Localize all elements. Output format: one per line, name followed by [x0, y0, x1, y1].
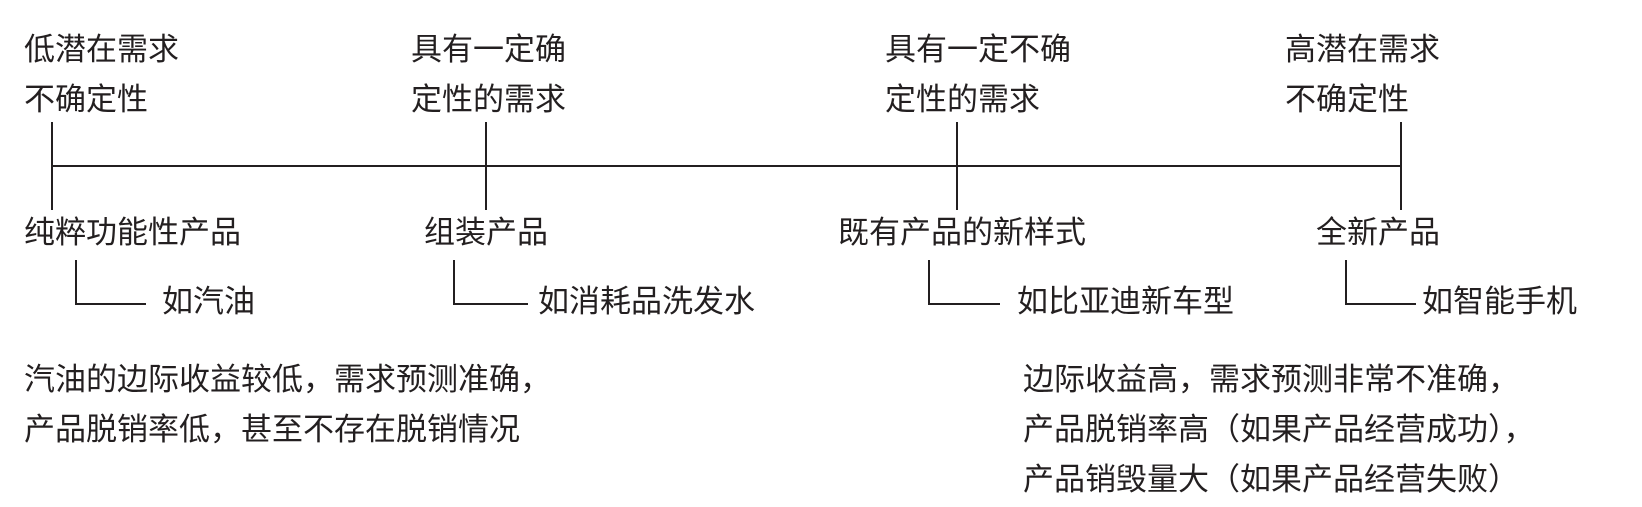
top-label-line2: 不确定性 — [24, 82, 148, 118]
category-label-functional: 纯粹功能性产品 — [24, 215, 241, 251]
note-right-line3: 产品销毁量大（如果产品经营失败） — [1023, 462, 1519, 498]
top-label-line1: 具有一定不确 — [885, 32, 1071, 68]
note-left-line1: 汽油的边际收益较低，需求预测准确， — [24, 362, 551, 398]
top-label-line1: 高潜在需求 — [1285, 32, 1440, 68]
top-label-some-uncertainty: 具有一定不确 定性的需求 — [885, 25, 1071, 125]
category-label-assembled: 组装产品 — [424, 215, 548, 251]
note-left: 汽油的边际收益较低，需求预测准确， 产品脱销率低，甚至不存在脱销情况 — [24, 355, 551, 455]
top-label-some-certainty: 具有一定确 定性的需求 — [411, 25, 566, 125]
example-connector-2 — [453, 260, 528, 305]
example-connector-3 — [928, 260, 1000, 305]
example-label-1: 如汽油 — [162, 284, 255, 320]
note-left-line2: 产品脱销率低，甚至不存在脱销情况 — [24, 412, 520, 448]
top-label-line2: 定性的需求 — [411, 82, 566, 118]
top-label-high-uncertainty: 高潜在需求 不确定性 — [1285, 25, 1440, 125]
category-label-new-style: 既有产品的新样式 — [838, 215, 1086, 251]
top-label-low-uncertainty: 低潜在需求 不确定性 — [24, 25, 179, 125]
note-right-line1: 边际收益高，需求预测非常不准确， — [1023, 362, 1519, 398]
note-right-line2: 产品脱销率高（如果产品经营成功）， — [1023, 412, 1535, 448]
example-label-2: 如消耗品洗发水 — [538, 284, 755, 320]
example-connector-1 — [75, 260, 146, 305]
top-label-line2: 不确定性 — [1285, 82, 1409, 118]
top-label-line1: 低潜在需求 — [24, 32, 179, 68]
example-label-4: 如智能手机 — [1422, 284, 1577, 320]
top-label-line1: 具有一定确 — [411, 32, 566, 68]
example-label-3: 如比亚迪新车型 — [1017, 284, 1234, 320]
category-label-brand-new: 全新产品 — [1316, 215, 1440, 251]
note-right: 边际收益高，需求预测非常不准确， 产品脱销率高（如果产品经营成功）， 产品销毁量… — [1023, 355, 1535, 505]
example-connector-4 — [1345, 260, 1416, 305]
top-label-line2: 定性的需求 — [885, 82, 1040, 118]
